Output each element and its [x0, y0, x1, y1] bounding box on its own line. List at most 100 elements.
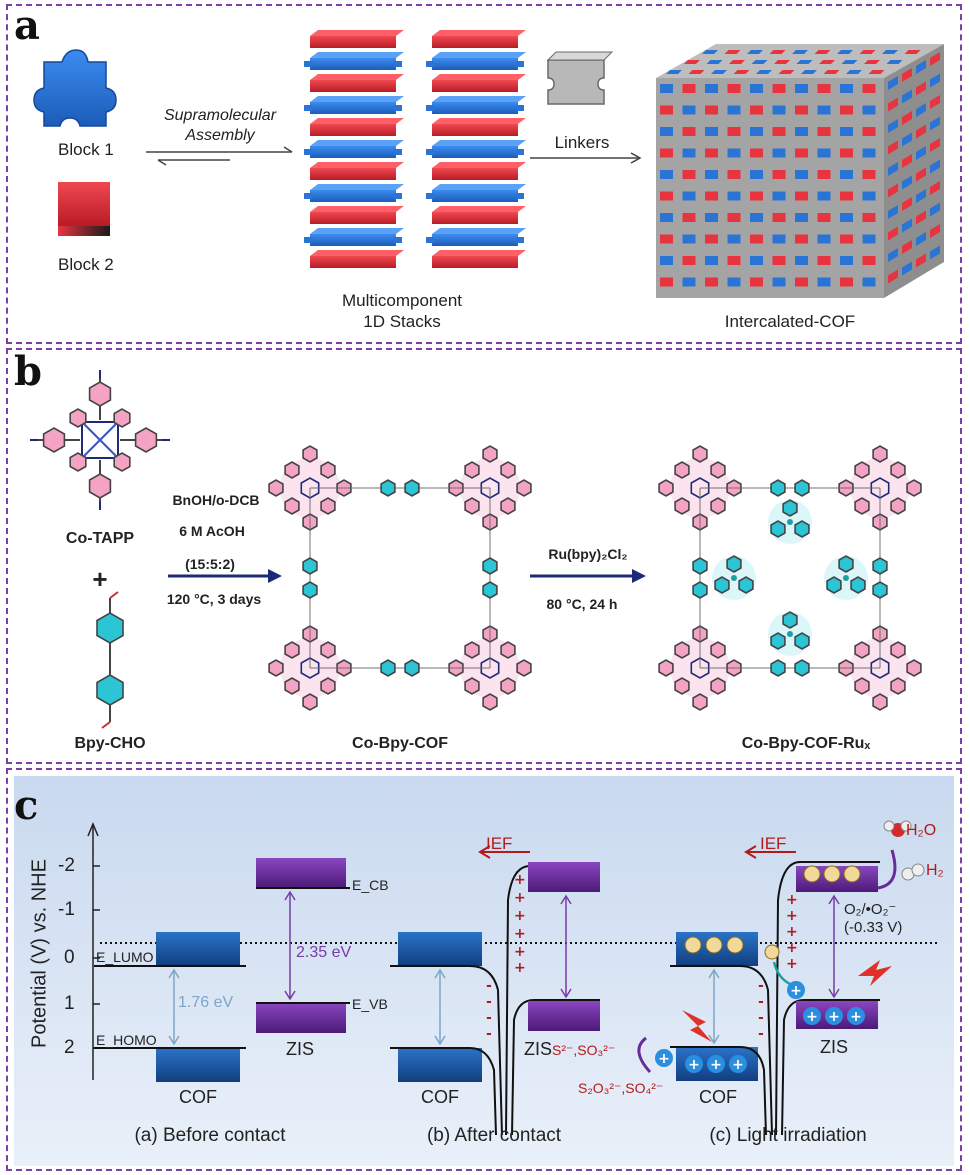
cube-side-block [888, 162, 898, 176]
subcaption-b: (b) After contact [426, 1125, 562, 1146]
cof-node-ring [284, 641, 300, 659]
block2-piece [58, 182, 110, 236]
cube-front-block [750, 213, 763, 222]
zis-vb-band-b [528, 1001, 600, 1031]
cube-front-block [840, 170, 853, 179]
pyrrole-ring [69, 452, 87, 472]
cube-front-block [840, 105, 853, 115]
svg-text:+: + [514, 872, 526, 888]
svg-text:-: - [486, 994, 492, 1010]
cof-lumo-band-b [398, 932, 482, 966]
zis-label-a: ZIS [285, 1039, 315, 1059]
cube-front-block [660, 148, 673, 158]
bpy-linker-ring [872, 557, 888, 575]
condition-2-line-1: Ru(bpy)₂Cl₂ [548, 546, 628, 562]
svg-text:-: - [486, 1010, 492, 1026]
stack-blue-tab [426, 193, 434, 199]
cube-front-block [772, 191, 786, 201]
cube-front-block [840, 84, 853, 93]
block2-label: Block 2 [58, 255, 114, 274]
stack-red-layer [310, 36, 396, 48]
stack-red-top [432, 162, 526, 168]
svg-text:+: + [786, 908, 798, 924]
cube-front-block [705, 148, 718, 158]
y-tick-4: 2 [64, 1037, 75, 1058]
y-tick-2: 0 [64, 947, 75, 968]
cube-front-block [862, 213, 876, 222]
svg-text:+: + [790, 983, 802, 999]
stack-red-layer [310, 124, 396, 136]
cube-top-block [801, 70, 817, 74]
cube-front-block [682, 148, 696, 158]
cube-front-block [705, 234, 718, 244]
bpy-linker-ring [380, 659, 396, 677]
electron-transfer-arrow [772, 961, 791, 986]
pyrrole-ring [69, 408, 87, 428]
cof-node-ring [692, 445, 708, 463]
cube-front-block [795, 127, 808, 136]
cube-side-block [888, 140, 898, 155]
section-b-bands [390, 845, 600, 1136]
cube-front-block [772, 213, 786, 222]
stack-blue-tab [394, 237, 402, 243]
cof-homo-band [156, 1048, 240, 1082]
cof-node-ring [516, 479, 532, 497]
bpy-linker-ring [482, 581, 498, 599]
stack-blue-tab [516, 105, 524, 111]
cof-node-ring [320, 641, 336, 659]
cof-homo-band-b [398, 1048, 482, 1082]
cof-node-ring [268, 659, 284, 677]
stacks-label-2: 1D Stacks [363, 312, 441, 331]
svg-text:-: - [486, 978, 492, 994]
cube-side-block [916, 232, 926, 246]
cube-side-block [916, 146, 926, 160]
condition-2-line-2: 80 °C, 24 h [546, 596, 618, 612]
stack-blue-top [310, 184, 404, 190]
co-bpy-cof-ru-structure [658, 445, 922, 711]
linker-piece [546, 51, 614, 105]
panel-a [6, 4, 962, 344]
cube-front-block [817, 213, 831, 222]
cube-front-block [682, 127, 696, 136]
stack-red-top [310, 250, 404, 256]
co-bpy-cof-ru-label: Co-Bpy-COF-Ruₓ [741, 735, 871, 752]
svg-text:+: + [786, 892, 798, 908]
reaction-arrow-2 [530, 569, 646, 583]
stack-red-top [310, 206, 404, 212]
cube-top-block [792, 50, 808, 54]
cof-node-ring [710, 641, 726, 659]
cof-node-ring [854, 641, 870, 659]
zis-gap-label: 2.35 eV [296, 944, 352, 961]
cof-node-ring [464, 677, 480, 695]
cube-side-block [930, 181, 940, 195]
cube-side-block [916, 210, 926, 225]
block1-piece [33, 49, 117, 127]
stack-blue-top [432, 228, 526, 234]
cube-top-block [724, 50, 741, 54]
ief-arrow-c [744, 845, 796, 859]
cube-front-block [705, 277, 718, 287]
cube-front-block [817, 105, 831, 115]
svg-text:-: - [758, 1010, 764, 1026]
ru-bpy-ring [726, 555, 742, 573]
cube-side-block [930, 138, 940, 152]
cube-front-block [682, 170, 696, 179]
sacrificial-arrow [637, 1036, 652, 1074]
cube-front-block [840, 148, 853, 158]
svg-text:+: + [514, 908, 526, 924]
zis-vb-band [256, 1003, 346, 1033]
cube-front-block [682, 234, 696, 244]
cube-side-block [916, 60, 926, 74]
stack-red-top [310, 74, 404, 80]
cof-node-core [300, 657, 320, 679]
cube-front-block [727, 256, 741, 265]
svg-text:+: + [786, 924, 798, 940]
section-a-bands [94, 858, 350, 1082]
sacrificial-label-2: S₂O₃²⁻,SO₄²⁻ [578, 1080, 664, 1096]
porphyrin-core [81, 421, 119, 459]
o2-couple-label: O₂/•O₂⁻ [844, 901, 897, 918]
cube-front-block [705, 213, 718, 222]
cube-front-block [817, 148, 831, 158]
ief-charges: ++++++ ---- +++++ ---- [486, 872, 798, 1042]
cube-top-block [859, 50, 876, 54]
